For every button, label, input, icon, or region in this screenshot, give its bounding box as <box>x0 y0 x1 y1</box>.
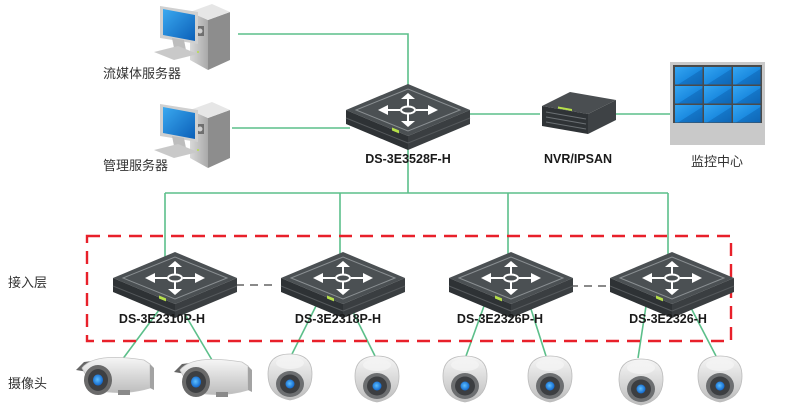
switch-icon <box>280 251 406 319</box>
camera-4[interactable] <box>354 355 400 403</box>
access-switch-3[interactable] <box>448 251 574 319</box>
switch-icon <box>112 251 238 319</box>
link-camera-3 <box>291 305 317 355</box>
video-wall-icon <box>670 62 765 145</box>
access-switch-4[interactable] <box>609 251 735 319</box>
video-wall-screen <box>733 105 761 123</box>
link-camera-8 <box>689 305 717 357</box>
access-switch-2[interactable] <box>280 251 406 319</box>
video-wall-screen <box>704 67 732 85</box>
dome-camera-icon <box>527 355 573 403</box>
link-stream-server <box>238 33 409 90</box>
dome-camera-icon <box>267 353 313 401</box>
camera-5[interactable] <box>442 355 488 403</box>
camera-6[interactable] <box>527 355 573 403</box>
access-layer-label: 接入层 <box>8 275 47 291</box>
camera-8[interactable] <box>697 355 743 403</box>
video-wall-screen <box>704 105 732 123</box>
switch-icon <box>609 251 735 319</box>
camera-2[interactable] <box>173 358 253 398</box>
stream-server-label: 流媒体服务器 <box>103 66 181 82</box>
video-wall-screen <box>675 105 703 123</box>
link-camera-2 <box>179 305 213 361</box>
video-wall-screen <box>733 86 761 104</box>
camera-1[interactable] <box>75 356 155 396</box>
camera-7[interactable] <box>618 358 664 406</box>
access-switch-label: DS-3E2310P-H <box>119 312 205 326</box>
video-wall-screen <box>675 86 703 104</box>
nvr-icon <box>542 92 616 134</box>
access-switch-1[interactable] <box>112 251 238 319</box>
stream-server-node[interactable] <box>154 4 230 70</box>
nvr-label: NVR/IPSAN <box>544 152 612 166</box>
switch-icon <box>345 83 471 151</box>
dome-camera-icon <box>618 358 664 406</box>
link-camera-6 <box>529 305 547 357</box>
monitor-center-node[interactable] <box>670 62 765 145</box>
desktop-server-icon <box>154 4 230 70</box>
switch-icon <box>448 251 574 319</box>
dome-camera-icon <box>697 355 743 403</box>
bullet-camera-icon <box>173 358 253 398</box>
core-switch-node[interactable] <box>345 83 471 151</box>
camera-3[interactable] <box>267 353 313 401</box>
video-wall-screen <box>733 67 761 85</box>
video-wall-screen <box>675 67 703 85</box>
core-switch-label: DS-3E3528F-H <box>365 152 450 166</box>
link-camera-4 <box>349 305 376 357</box>
link-camera-1 <box>121 305 163 361</box>
camera-links <box>121 305 717 361</box>
access-peer-links <box>236 284 612 287</box>
camera-layer-label: 摄像头 <box>8 377 47 392</box>
monitor-center-label: 监控中心 <box>691 155 743 170</box>
camera-row <box>75 353 743 406</box>
bullet-camera-icon <box>75 356 155 396</box>
dome-camera-icon <box>442 355 488 403</box>
mgmt-server-label: 管理服务器 <box>103 158 168 174</box>
access-switch-label: DS-3E2318P-H <box>295 312 381 326</box>
video-wall-screen <box>704 86 732 104</box>
uplinks <box>164 33 670 257</box>
access-switch-label: DS-3E2326P-H <box>457 312 543 326</box>
link-camera-5 <box>465 305 485 357</box>
dome-camera-icon <box>354 355 400 403</box>
access-switch-label: DS-3E2326-H <box>629 312 707 326</box>
link-camera-7 <box>637 305 647 359</box>
nvr-node[interactable] <box>542 92 616 134</box>
